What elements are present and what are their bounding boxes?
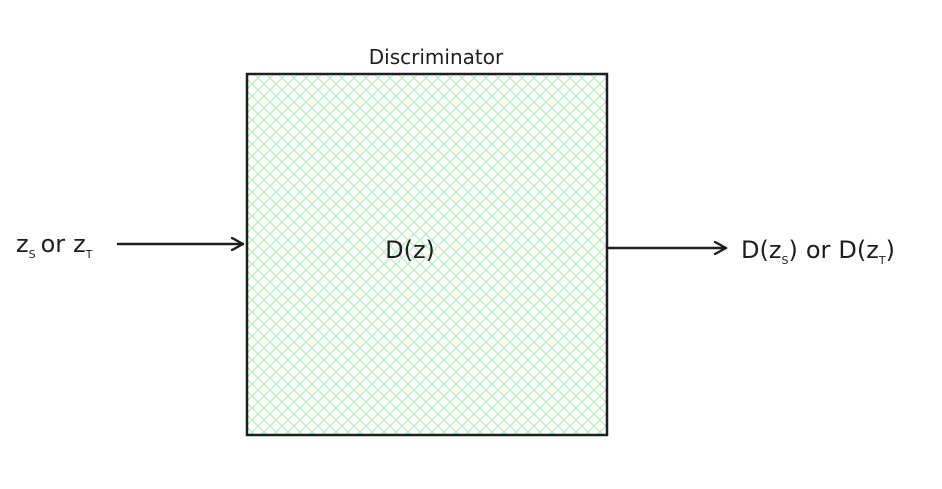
input-var-2-subscript: T — [85, 248, 93, 261]
input-var-1: z — [16, 230, 29, 258]
discriminator-block — [245, 72, 609, 437]
output-func-2-close: ) — [886, 236, 895, 264]
output-func-1-close: ) — [788, 236, 797, 264]
output-func-2: D(z — [838, 236, 878, 264]
input-connector: or — [41, 230, 66, 258]
svg-text:D(zS)orD(zT): D(zS)orD(zT) — [741, 236, 895, 267]
block-title: Discriminator — [369, 45, 504, 69]
output-func-1-subscript: S — [781, 254, 788, 267]
output-func-2-subscript: T — [878, 254, 886, 267]
function-label: D(z) — [385, 236, 435, 264]
output-connector: or — [806, 236, 831, 264]
input-var-1-subscript: S — [29, 248, 36, 261]
output-func-1: D(z — [741, 236, 781, 264]
input-var-2: z — [73, 230, 86, 258]
